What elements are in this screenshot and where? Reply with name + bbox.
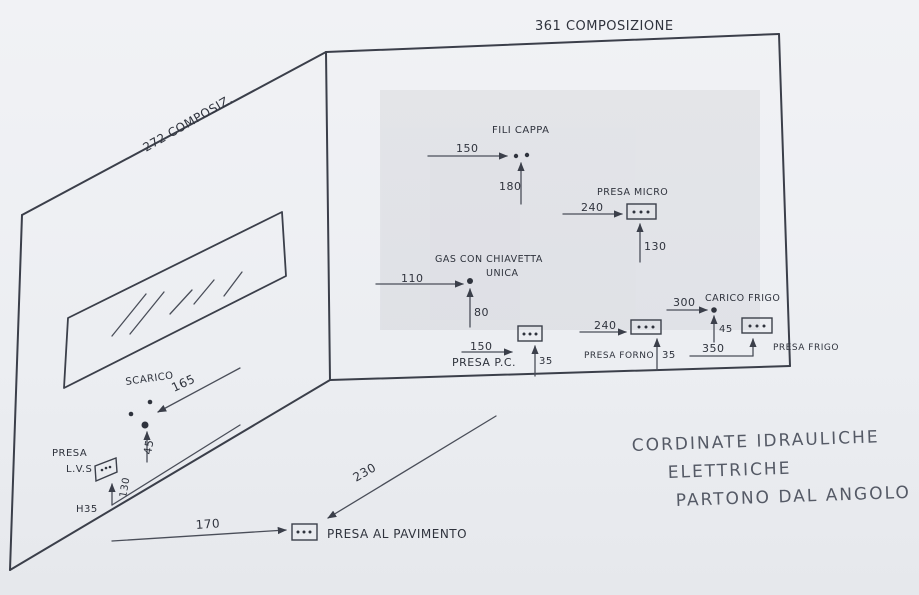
left-wall-label: 272 COMPOSIZ. <box>141 92 236 155</box>
fili-cappa-point <box>513 153 519 159</box>
gas-point <box>467 278 473 284</box>
presa-forno-h-value: 240 <box>594 319 617 332</box>
gas-group: GAS CON CHIAVETTA UNICA 110 80 <box>375 254 543 328</box>
presa-pavimento-socket-icon <box>291 523 318 541</box>
scarico-v-value: 45 <box>141 438 156 455</box>
presa-frigo-socket-icon <box>741 317 773 334</box>
presa-pc-v-value: 35 <box>539 356 553 367</box>
note-line2: ELETTRICHE <box>667 459 791 483</box>
presa-pavimento-label: PRESA AL PAVIMENTO <box>327 527 467 541</box>
presa-pc-group: 150 PRESA P.C. 35 <box>452 325 553 377</box>
presa-pavimento-h-arrow <box>111 526 287 542</box>
note-line1: CORDINATE IDRAULICHE <box>631 427 879 456</box>
presa-forno-socket-icon <box>630 319 662 335</box>
coordinates-note: CORDINATE IDRAULICHE ELETTRICHE PARTONO … <box>631 427 911 511</box>
scarico-diag-value: 165 <box>169 372 197 395</box>
presa-forno-label: PRESA FORNO <box>584 351 654 361</box>
gas-label-line2: UNICA <box>486 268 519 279</box>
presa-lvs-reference-line <box>111 424 241 506</box>
presa-pavimento-group: 170 230 PRESA AL PAVIMENTO <box>111 415 497 542</box>
back-wall-label: 361 COMPOSIZIONE <box>535 19 674 34</box>
presa-forno-v-value: 35 <box>662 350 676 361</box>
carico-frigo-group: CARICO FRIGO 300 45 <box>666 293 780 343</box>
presa-pc-label: PRESA P.C. <box>452 356 516 369</box>
presa-frigo-group: 350 PRESA FRIGO <box>689 317 839 357</box>
presa-micro-h-value: 240 <box>581 201 604 214</box>
scarico-label: SCARICO <box>125 370 174 388</box>
presa-lvs-label-line1: PRESA <box>52 448 87 459</box>
window <box>63 211 287 389</box>
presa-pavimento-diag-arrow <box>327 415 497 519</box>
fili-cappa-point-2 <box>524 152 530 158</box>
presa-pc-socket-icon <box>517 325 543 342</box>
presa-pc-h-value: 150 <box>470 340 493 353</box>
gas-h-value: 110 <box>401 272 424 285</box>
presa-lvs-group: PRESA L.V.S 130 H35 <box>52 424 241 515</box>
fili-cappa-group: FILI CAPPA 150 180 <box>427 125 550 205</box>
presa-lvs-v-value: 130 <box>118 476 132 498</box>
presa-micro-label: PRESA MICRO <box>597 187 668 198</box>
fili-cappa-label: FILI CAPPA <box>492 125 550 136</box>
presa-frigo-h-value: 350 <box>702 342 725 355</box>
gas-label-line1: GAS CON CHIAVETTA <box>435 254 543 265</box>
presa-lvs-height: H35 <box>76 504 98 515</box>
presa-micro-group: PRESA MICRO 240 130 <box>562 187 668 263</box>
carico-frigo-h-value: 300 <box>673 296 696 309</box>
fili-cappa-v-value: 180 <box>499 180 522 193</box>
back-wall-outline <box>325 33 791 381</box>
presa-lvs-socket-icon <box>94 457 118 483</box>
presa-pavimento-h-value: 170 <box>195 516 220 532</box>
presa-pavimento-diag-value: 230 <box>351 460 379 484</box>
fili-cappa-h-value: 150 <box>456 142 479 155</box>
gas-v-value: 80 <box>474 306 489 319</box>
presa-micro-socket-icon <box>626 203 657 220</box>
carico-frigo-label: CARICO FRIGO <box>705 293 780 304</box>
carico-frigo-point <box>711 307 717 313</box>
presa-forno-group: 240 PRESA FORNO 35 <box>579 319 676 371</box>
left-wall-outline <box>9 51 331 571</box>
presa-lvs-label-line2: L.V.S <box>66 464 92 475</box>
presa-frigo-label: PRESA FRIGO <box>773 343 839 353</box>
presa-micro-v-value: 130 <box>644 240 667 253</box>
paper-shadow <box>380 90 760 330</box>
scarico-group: SCARICO 165 45 <box>125 367 241 463</box>
scarico-point-2 <box>147 399 153 405</box>
note-line3: PARTONO DAL ANGOLO <box>675 483 911 511</box>
scarico-point-1 <box>128 411 134 417</box>
scarico-main-drain <box>141 421 149 429</box>
carico-frigo-v-value: 45 <box>719 324 733 335</box>
scarico-diag-arrow <box>157 367 241 413</box>
